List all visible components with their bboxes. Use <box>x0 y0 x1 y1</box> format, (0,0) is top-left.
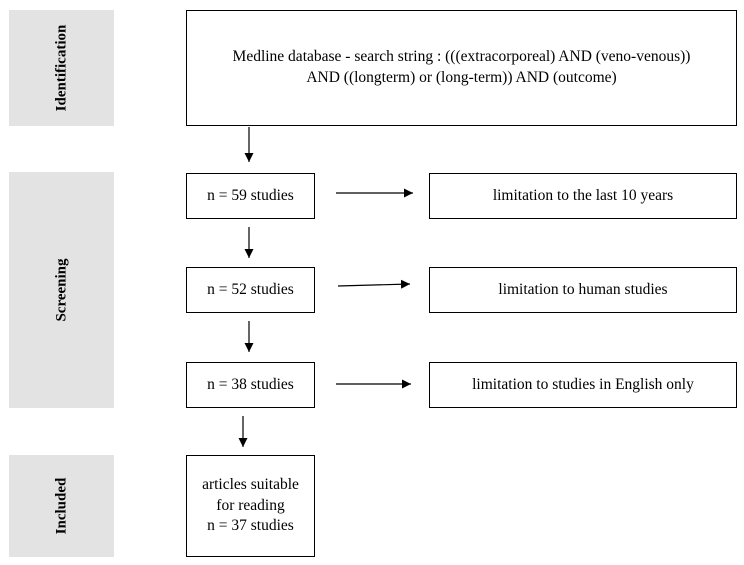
limit-human-studies-label: limitation to human studies <box>498 280 668 298</box>
n38-studies-label: n = 38 studies <box>207 375 294 393</box>
included-articles-line-2: for reading <box>216 496 285 514</box>
limit-human-studies-box: limitation to human studies <box>429 267 737 313</box>
n52-studies-box: n = 52 studies <box>186 267 315 313</box>
phase-identification: Identification <box>9 10 114 126</box>
search-string-box: Medline database - search string : (((ex… <box>186 10 737 126</box>
limit-english-only-box: limitation to studies in English only <box>429 362 737 408</box>
included-articles-line-1: articles suitable <box>202 475 299 493</box>
search-string-line-1: Medline database - search string : (((ex… <box>232 48 691 66</box>
limit-last-10-years-label: limitation to the last 10 years <box>492 186 674 204</box>
phase-screening: Screening <box>9 172 114 408</box>
n59-studies-label: n = 59 studies <box>207 186 294 204</box>
phase-included: Included <box>9 455 114 557</box>
n59-studies-box: n = 59 studies <box>186 173 315 219</box>
n38-studies-box: n = 38 studies <box>186 362 315 408</box>
limit-last-10-years-box: limitation to the last 10 years <box>429 173 737 219</box>
arrow-n52-to-limit-human <box>337 279 411 289</box>
limit-english-only-label: limitation to studies in English only <box>472 375 694 393</box>
included-articles-box: articles suitable for reading n = 37 stu… <box>186 455 315 557</box>
search-string-line-2: AND ((longterm) or (long-term)) AND (out… <box>306 69 617 86</box>
included-articles-line-3: n = 37 studies <box>207 517 294 535</box>
n52-studies-label: n = 52 studies <box>207 280 294 298</box>
